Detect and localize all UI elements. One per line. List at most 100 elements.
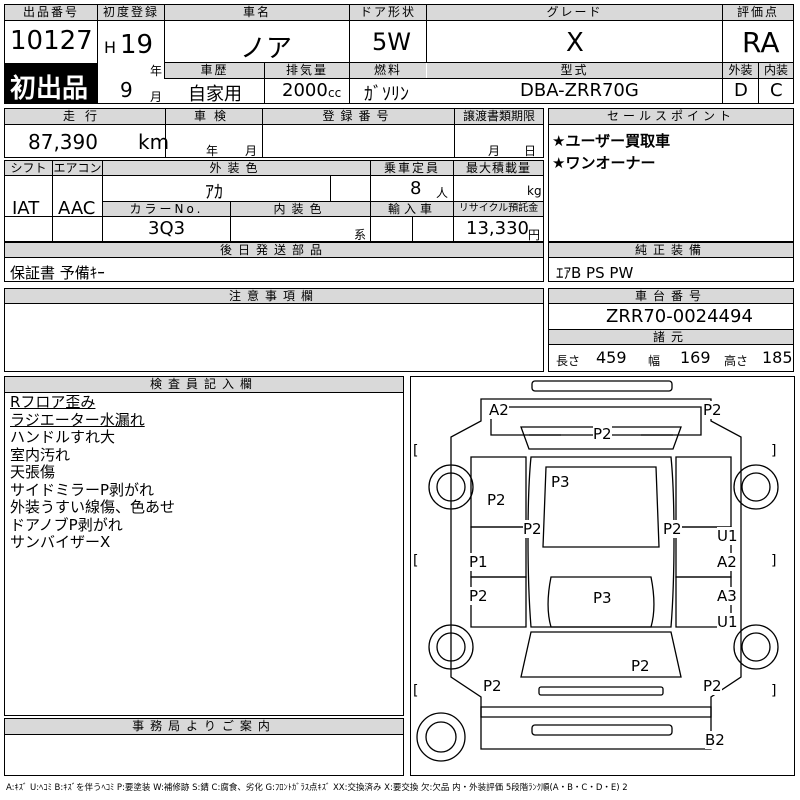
notes-label: 注意事項欄 [5, 289, 543, 303]
color-no-value: 3Q3 [148, 218, 186, 239]
roof [527, 456, 675, 628]
front-bumper-top [531, 380, 673, 392]
door-label: ドア形状 [350, 5, 426, 20]
recycle-value: 13,330 [466, 218, 529, 239]
damage-mark: P2 [631, 657, 650, 675]
parts-block [4, 242, 544, 282]
right-front-door [675, 456, 732, 528]
exterior-value: D [734, 80, 748, 101]
damage-mark: P2 [593, 425, 612, 443]
exterior-label: 外装 [723, 63, 758, 78]
width-label: 幅 [648, 354, 661, 368]
reg-year: 19 [120, 30, 154, 60]
displacement-unit: cc [328, 86, 342, 100]
int-color-label: 内装色 [231, 202, 370, 216]
transfer-month-unit: 月 [488, 144, 501, 158]
inspector-line: ラジエーター水漏れ [10, 410, 145, 429]
equipment-block [548, 242, 794, 282]
recycle-label: リサイクル預託金 [454, 202, 543, 216]
chassis-label: 車台番号 [549, 289, 793, 303]
equipment-label: 純正装備 [549, 243, 793, 257]
sunroof-panel [542, 466, 660, 548]
displacement-value: 2000 [282, 80, 328, 101]
insp-month-unit: 月 [245, 144, 258, 158]
reg-year-unit: 年 [150, 64, 163, 78]
specs-label: 諸元 [549, 330, 793, 344]
damage-mark: P3 [593, 589, 612, 607]
transfer-day-unit: 日 [524, 144, 537, 158]
ac-value: AAC [58, 198, 96, 219]
load-label: 最大積載量 [454, 161, 543, 175]
inspector-line: ドアノブP剥がれ [10, 515, 123, 534]
car-name-label: 車名 [165, 5, 349, 20]
equipment-value: ｴｱB PS PW [556, 264, 634, 282]
grade-label: グレード [427, 5, 722, 20]
office-label: 事務局よりご案内 [5, 719, 403, 734]
first-listing-text: 初出品 [10, 74, 89, 104]
header-block [4, 4, 794, 104]
inspector-line: 外装うすい線傷、色あせ [10, 498, 176, 516]
plate-label: 登録番号 [263, 109, 454, 124]
body-outline [450, 398, 742, 718]
reg-month: 9 [120, 78, 133, 102]
reg-era: H [104, 38, 117, 57]
damage-mark: P2 [703, 401, 722, 419]
left-rear-door [470, 576, 527, 628]
windshield [520, 426, 682, 450]
bracket-mark: ] [771, 683, 777, 699]
reg-month-unit: 月 [150, 90, 163, 104]
score-label: 評価点 [723, 5, 793, 20]
load-unit: kg [527, 184, 542, 198]
first-listing-badge [5, 64, 97, 103]
fuel-label: 燃料 [350, 63, 426, 78]
car-name: ノア [240, 34, 293, 64]
grade-value: X [566, 28, 584, 58]
sales-label: セールスポイント [549, 109, 793, 124]
damage-mark: A2 [489, 401, 509, 419]
length-value: 459 [596, 348, 627, 367]
damage-mark: P3 [551, 473, 570, 491]
notes-block [4, 288, 544, 372]
damage-mark: B2 [705, 731, 725, 749]
inspector-line: ハンドルすれ大 [10, 428, 116, 446]
transfer-label: 譲渡書類期限 [455, 109, 543, 124]
damage-mark: P2 [663, 520, 682, 538]
damage-mark: A3 [717, 587, 737, 605]
chassis-value: ZRR70-0024494 [606, 306, 753, 327]
fuel-value: ｶﾞｿﾘﾝ [364, 84, 409, 105]
ac-label: エアコン [53, 161, 102, 175]
damage-mark: U1 [717, 613, 738, 631]
rear-bumper-area [480, 706, 712, 750]
shift-label: シフト [5, 161, 52, 175]
ext-color-label: 外装色 [103, 161, 370, 175]
door-value: 5W [372, 28, 411, 56]
damage-mark: U1 [717, 527, 738, 545]
capacity-label: 乗車定員 [371, 161, 453, 175]
width-value: 169 [680, 348, 711, 367]
lot-label: 出品番号 [5, 5, 97, 20]
damage-mark: P2 [523, 520, 542, 538]
color-no-label: カラーNo. [103, 202, 230, 216]
hood-line [490, 406, 702, 436]
mileage-unit: km [138, 130, 170, 154]
damage-mark: P2 [483, 677, 502, 695]
chassis-block [548, 288, 794, 372]
sales-point-1: ★ユーザー買取車 [552, 132, 671, 150]
office-block [4, 718, 404, 776]
spare-tire [416, 712, 466, 762]
interior-value: C [770, 80, 783, 101]
capacity-unit: 人 [436, 186, 449, 200]
damage-mark: P2 [703, 677, 722, 695]
inspector-line: 室内汚れ [10, 445, 71, 464]
inspector-lines: Rフロア歪みラジエーター水漏れハンドルすれ大室内汚れ天張傷サイドミラーP剥がれ外… [10, 393, 176, 552]
damage-mark: P1 [469, 553, 488, 571]
inspector-line: サンバイザーX [10, 533, 111, 551]
inspector-line: Rフロア歪み [10, 393, 96, 411]
wheel-rear-right [733, 624, 779, 670]
inspector-block [4, 376, 404, 716]
bracket-mark: [ [413, 553, 419, 569]
sales-point-2: ★ワンオーナー [552, 154, 656, 172]
inspection-label: 車検 [166, 109, 262, 124]
height-label: 高さ [724, 354, 749, 368]
mileage-value: 87,390 [28, 130, 98, 154]
